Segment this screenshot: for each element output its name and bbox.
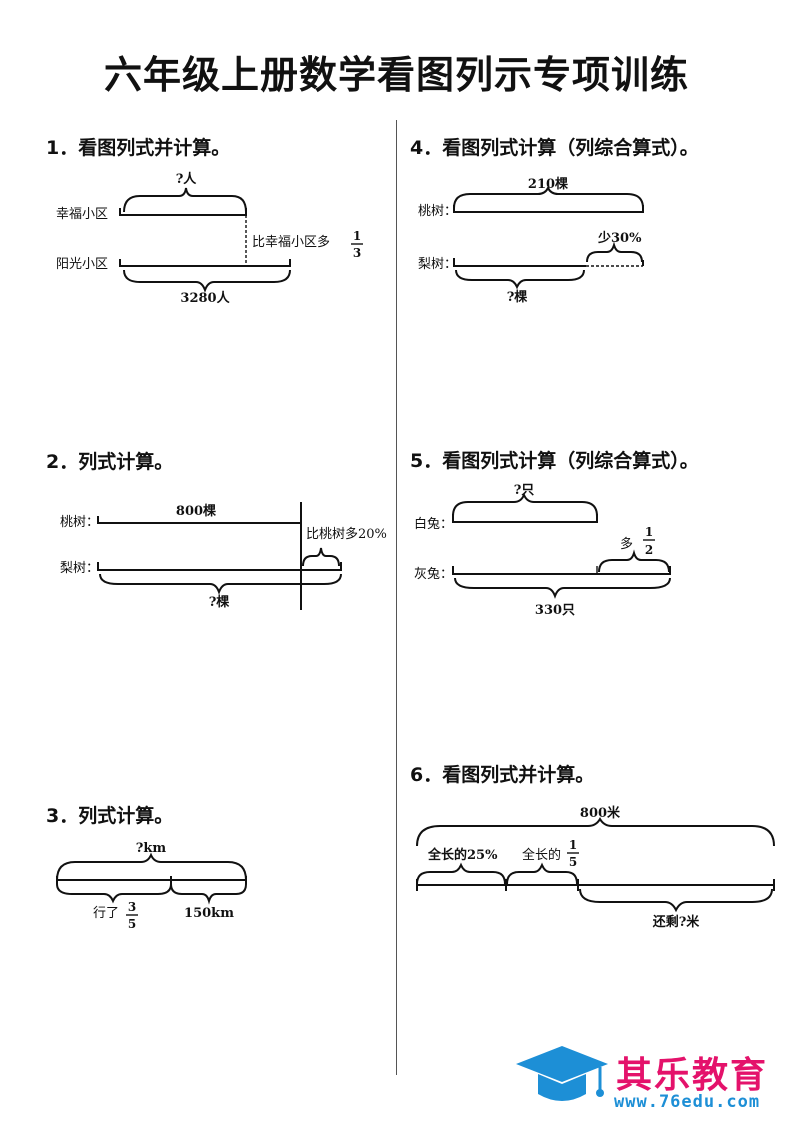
q3-left-label: 行了 xyxy=(93,906,119,921)
q2-top-label: 800棵 xyxy=(176,503,216,519)
q5-top-label: ?只 xyxy=(514,483,535,498)
q4-brace-less xyxy=(586,241,643,263)
question-4-heading: 4．看图列式计算（列综合算式）。 xyxy=(410,137,699,159)
q5-more-label: 多 xyxy=(620,536,633,552)
q1-brace-bottom xyxy=(123,269,291,293)
q6-top-label: 800米 xyxy=(580,805,621,821)
q5-frac-den: 2 xyxy=(645,543,653,557)
q6-frac-den: 5 xyxy=(569,855,577,869)
q5-brace-bottom xyxy=(454,577,671,599)
q3-frac-num: 3 xyxy=(128,900,136,914)
question-2-diagram: 桃树： 梨树： 800棵 比桃树多20% ?棵 xyxy=(60,502,387,610)
q2-row1-label: 桃树： xyxy=(60,515,99,530)
q2-brace-extra xyxy=(302,547,340,567)
q5-row1-label: 白兔： xyxy=(414,516,453,532)
q3-brace-right xyxy=(170,883,247,905)
q2-bar-2 xyxy=(97,562,342,571)
q4-top-label: 210棵 xyxy=(528,176,568,192)
q1-bar-2 xyxy=(119,259,291,267)
q2-bottom-label: ?棵 xyxy=(209,594,230,610)
q4-row1-label: 桃树： xyxy=(418,204,457,219)
q3-brace-left xyxy=(56,883,172,904)
q1-top-label: ?人 xyxy=(176,171,198,187)
question-2-heading: 2．列式计算。 xyxy=(46,451,174,473)
q1-frac-den: 3 xyxy=(353,246,361,260)
page-title: 六年级上册数学看图列示专项训练 xyxy=(103,53,689,97)
graduation-cap-icon xyxy=(516,1046,608,1101)
question-1-heading: 1．看图列式并计算。 xyxy=(46,137,231,159)
question-3-heading: 3．列式计算。 xyxy=(46,805,174,827)
q6-bottom-label: 还剩?米 xyxy=(652,914,701,930)
q1-brace-top xyxy=(123,187,247,213)
q1-row2-label: 阳光小区 xyxy=(56,257,108,272)
column-divider xyxy=(396,120,397,1075)
q6-frac-num: 1 xyxy=(569,838,577,852)
q6-brace-top xyxy=(416,816,775,847)
q5-bar-1 xyxy=(452,514,598,523)
q5-row2-label: 灰兔： xyxy=(414,567,453,582)
question-4-diagram: 桃树： 梨树： 210棵 少30% ?棵 xyxy=(418,176,644,305)
q4-row2-label: 梨树： xyxy=(418,257,457,272)
q4-brace-top xyxy=(453,185,644,209)
question-6-diagram: 800米 全长的25% 全长的 1 5 还剩?米 xyxy=(416,805,775,930)
q4-bottom-label: ?棵 xyxy=(507,289,528,305)
q5-bar-2 xyxy=(452,566,671,575)
question-1-diagram: 幸福小区 阳光小区 ?人 比幸福小区多 1 3 3280人 xyxy=(56,171,363,306)
q2-row2-label: 梨树： xyxy=(60,561,99,576)
q1-side-label: 比幸福小区多 xyxy=(252,234,330,250)
q4-bar-2 xyxy=(453,258,586,267)
q5-bottom-label: 330只 xyxy=(535,603,575,618)
q6-brace-seg2 xyxy=(506,862,578,885)
q5-brace-more xyxy=(598,549,670,573)
q5-frac-num: 1 xyxy=(645,525,653,539)
q4-brace-bottom xyxy=(455,269,585,290)
q1-row1-label: 幸福小区 xyxy=(56,207,108,222)
brand-logo: 其乐教育 www.76edu.com xyxy=(512,1040,787,1120)
q2-side-label: 比桃树多20% xyxy=(306,526,387,542)
q3-right-label: 150km xyxy=(184,906,234,921)
question-6-heading: 6．看图列式并计算。 xyxy=(410,764,595,786)
question-5-diagram: 白兔： 灰兔： ?只 多 1 2 330只 xyxy=(414,483,671,618)
question-5-heading: 5．看图列式计算（列综合算式）。 xyxy=(410,450,699,472)
q3-brace-top xyxy=(56,852,247,881)
question-3-diagram: ?km 行了 3 5 150km xyxy=(56,841,247,931)
brand-name: 其乐教育 xyxy=(616,1055,769,1096)
q1-bar-1 xyxy=(119,208,247,216)
q6-brace-seg1 xyxy=(416,862,506,885)
q6-seg2-label: 全长的 xyxy=(522,847,561,863)
q4-bar-1 xyxy=(453,205,644,213)
q5-brace-top xyxy=(452,492,598,517)
q6-seg1-label: 全长的25% xyxy=(427,847,498,863)
q1-bottom-label: 3280人 xyxy=(180,290,230,306)
brand-url: www.76edu.com xyxy=(614,1092,761,1112)
q2-brace-bottom xyxy=(99,573,342,595)
q2-bar-1 xyxy=(97,516,301,524)
q4-less-label: 少30% xyxy=(597,230,642,246)
q6-brace-bottom xyxy=(579,888,773,913)
q3-frac-den: 5 xyxy=(128,917,136,931)
q3-top-label: ?km xyxy=(136,841,167,856)
q1-frac-num: 1 xyxy=(353,229,361,243)
